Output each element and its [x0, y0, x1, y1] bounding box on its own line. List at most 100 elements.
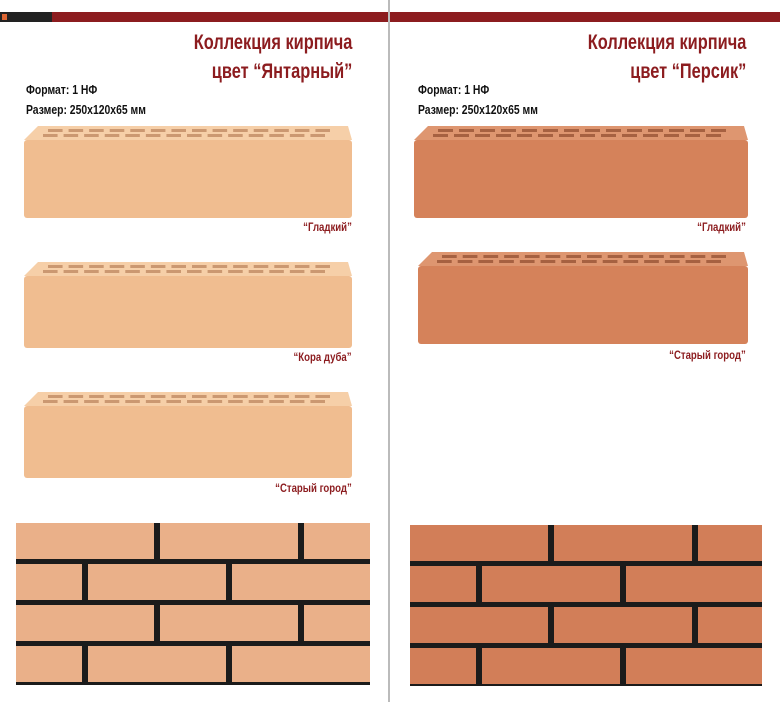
brick-hole [253, 265, 269, 268]
brick-wall-sample [16, 523, 370, 685]
brick-hole [166, 134, 181, 137]
brick-hole [274, 395, 289, 398]
brick-hole [543, 129, 558, 132]
logo-icon [2, 14, 7, 20]
brick-hole [706, 134, 721, 137]
wall-brick [16, 605, 154, 641]
brick-hole [289, 134, 305, 137]
wall-brick [698, 607, 762, 643]
brick-hole [43, 134, 58, 137]
brick-hole [68, 395, 84, 398]
brick-front-face [24, 406, 352, 478]
brick-hole [499, 260, 514, 263]
brick-hole [192, 129, 207, 132]
brick-hole [171, 129, 186, 132]
brick-hole [690, 129, 705, 132]
brick-hole [171, 395, 186, 398]
brick-hole [104, 134, 120, 137]
brick-top-face [418, 252, 748, 266]
brick-hole [89, 129, 104, 132]
brick-hole [233, 395, 248, 398]
wall-brick [88, 564, 226, 600]
header-bar [0, 12, 388, 22]
brick-top-face [24, 392, 352, 406]
brick-hole [602, 260, 618, 263]
brick-hole [538, 134, 553, 137]
brick-hole [89, 395, 104, 398]
brick-hole [585, 129, 600, 132]
brick-hole [522, 129, 537, 132]
brick-hole [607, 255, 623, 258]
brick-hole [89, 265, 104, 268]
wall-brick [410, 648, 476, 684]
brick-hole [104, 270, 120, 273]
brick-hole [228, 270, 243, 273]
size-text: Размер: 250x120x65 мм [418, 102, 538, 117]
brick-hole [711, 255, 726, 258]
brick-hole [228, 400, 243, 403]
brick-hole [150, 395, 166, 398]
brick-hole [207, 400, 223, 403]
brick-hole [125, 400, 140, 403]
brick-hole [109, 129, 125, 132]
brick-image [414, 126, 748, 218]
brick-hole [545, 255, 561, 258]
brick-hole [644, 260, 659, 263]
brick-hole [187, 400, 202, 403]
brick-hole [582, 260, 597, 263]
wall-brick [304, 605, 370, 641]
brick-image [24, 392, 352, 478]
brick-hole [459, 129, 474, 132]
wall-brick [410, 525, 548, 561]
brick-hole [564, 129, 579, 132]
brick-hole [606, 129, 621, 132]
brick-hole [84, 134, 99, 137]
brick-hole [187, 270, 202, 273]
brick-hole [524, 255, 540, 258]
brick-front-face [418, 266, 748, 344]
brick-hole [68, 265, 84, 268]
title-line: цвет “Персик” [629, 60, 746, 83]
brick-hole [125, 270, 140, 273]
brick-hole [294, 265, 310, 268]
brick-hole [454, 134, 469, 137]
brick-hole [48, 395, 63, 398]
brick-hole [587, 255, 602, 258]
brick-hole [628, 255, 644, 258]
brick-hole [433, 134, 448, 137]
brick-hole [212, 265, 228, 268]
brick-hole [622, 134, 637, 137]
page-divider [388, 0, 390, 702]
brick-hole [685, 260, 701, 263]
brick-hole [580, 134, 595, 137]
brick-image [24, 126, 352, 218]
brick-top-face [24, 262, 352, 276]
wall-brick [16, 564, 82, 600]
brick-wall-sample [410, 525, 762, 686]
brick-hole [212, 395, 228, 398]
brick-hole [253, 395, 269, 398]
wall-brick [16, 523, 154, 559]
wall-brick [698, 525, 762, 561]
brick-hole [685, 134, 700, 137]
brick-hole [315, 395, 330, 398]
wall-brick [88, 646, 226, 682]
brick-hole [248, 400, 264, 403]
brick-hole [561, 260, 576, 263]
brick-hole [504, 255, 519, 258]
brick-hole [517, 134, 532, 137]
brick-front-face [24, 276, 352, 348]
brick-hole [648, 129, 663, 132]
brand-logo [0, 12, 52, 22]
title-line: цвет “Янтарный” [211, 60, 352, 83]
wall-brick [554, 525, 692, 561]
brick-hole [566, 255, 581, 258]
brick-label: “Старый город” [275, 481, 352, 495]
title-line: Коллекция кирпича [587, 31, 746, 54]
wall-brick [16, 646, 82, 682]
brick-hole [442, 255, 457, 258]
brick-hole [125, 134, 140, 137]
brick-hole [248, 134, 264, 137]
brick-label: “Кора дуба” [293, 350, 352, 364]
brick-hole [483, 255, 499, 258]
